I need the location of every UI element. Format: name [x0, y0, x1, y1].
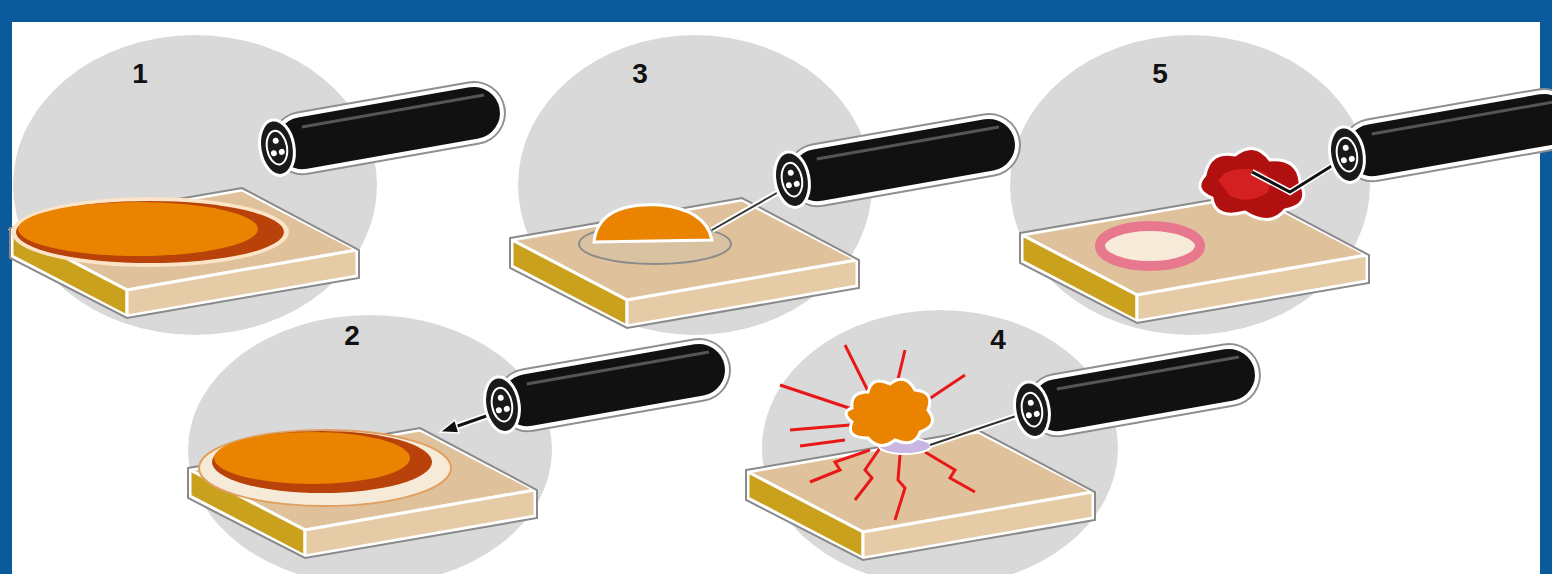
- droplet: [594, 205, 712, 242]
- vaporised-droplet: [1200, 149, 1304, 220]
- crack-line: [895, 455, 905, 520]
- burst-line: [845, 345, 870, 395]
- panel-backdrop: [188, 315, 552, 574]
- panel-backdrop: [1010, 35, 1370, 335]
- probe-wire-outline: [930, 414, 1022, 445]
- probe: [770, 108, 1026, 214]
- board: [746, 430, 1095, 560]
- probe: [255, 76, 511, 182]
- callout-number: 4: [978, 323, 1018, 357]
- droplet: [18, 202, 258, 256]
- probe-wire: [712, 190, 782, 230]
- board: [1020, 193, 1369, 323]
- burst-lines: [780, 345, 975, 520]
- probe-wire: [1252, 162, 1338, 192]
- droplet: [214, 432, 410, 484]
- crack-line: [800, 440, 845, 446]
- droplet-halo: [11, 197, 289, 267]
- vaporised-droplet-highlight: [1218, 169, 1270, 200]
- callout-number: 1: [120, 57, 160, 91]
- probe-wire-outline: [712, 190, 782, 230]
- droplet-edge: [16, 201, 284, 263]
- callout-number: 3: [620, 57, 660, 91]
- callout-number: 5: [1140, 57, 1180, 91]
- crack-line: [810, 450, 870, 482]
- heat-arrow-head: [440, 420, 459, 433]
- residue-ring: [1100, 226, 1200, 266]
- probe-wire: [930, 414, 1022, 445]
- exploding-droplet: [846, 379, 933, 445]
- crack-line: [855, 448, 880, 500]
- burst-line: [790, 425, 850, 430]
- board: [188, 428, 537, 558]
- probe: [1010, 338, 1266, 444]
- burst-line: [780, 385, 855, 410]
- crack-line: [925, 452, 975, 492]
- probe: [1325, 83, 1552, 189]
- callout-number: 2: [332, 319, 372, 353]
- heated-zone: [199, 430, 451, 506]
- board: [10, 188, 359, 318]
- probe-wire-outline: [1252, 162, 1338, 192]
- probe: [480, 333, 736, 439]
- droplet-edge: [212, 431, 432, 493]
- board: [510, 198, 859, 328]
